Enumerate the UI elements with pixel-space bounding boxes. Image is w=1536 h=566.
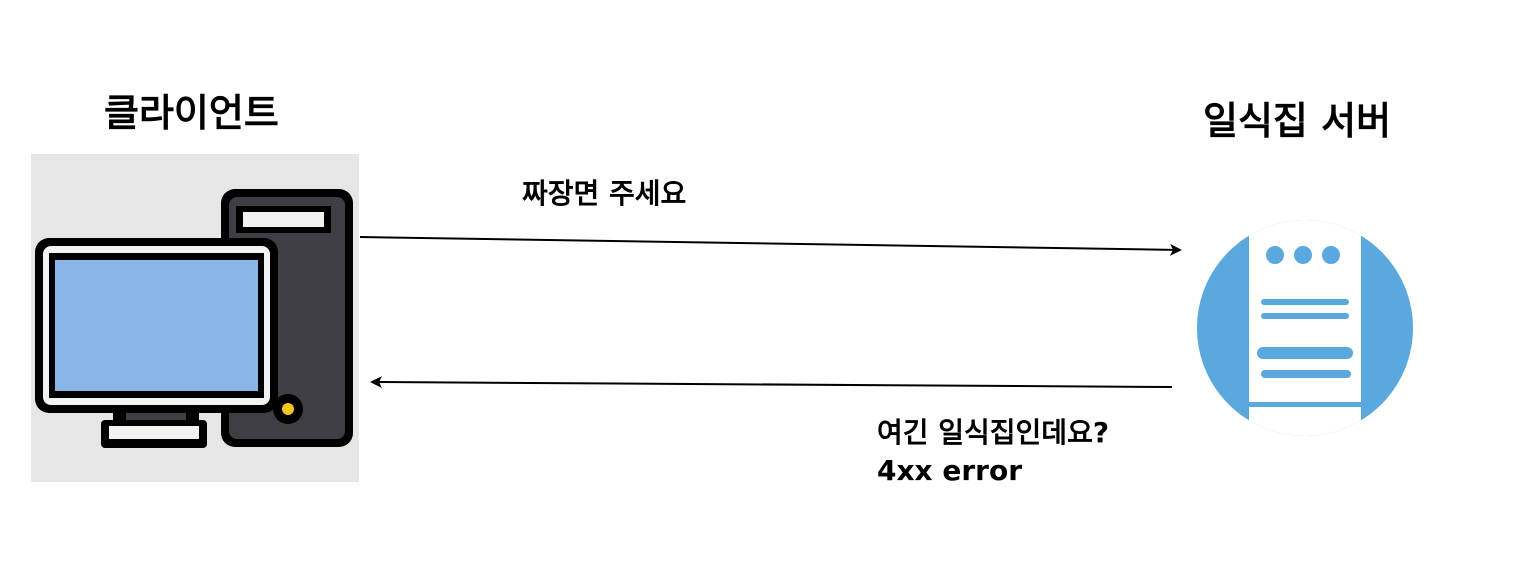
response-arrow bbox=[370, 376, 1173, 389]
request-arrow bbox=[359, 236, 1182, 256]
server-line-2 bbox=[1261, 313, 1349, 319]
monitor-screen bbox=[55, 260, 258, 391]
server-divider bbox=[1249, 402, 1361, 407]
server-light-2 bbox=[1294, 246, 1312, 264]
server-bar-1 bbox=[1257, 347, 1353, 359]
client-panel bbox=[31, 154, 359, 482]
stand-base bbox=[109, 426, 199, 439]
desktop-computer-icon bbox=[35, 189, 353, 448]
server-icon bbox=[1197, 220, 1413, 436]
server-bar-2 bbox=[1261, 370, 1351, 378]
server-line-1 bbox=[1261, 299, 1349, 305]
power-led bbox=[282, 403, 294, 415]
response-message: 여긴 일식집인데요? bbox=[877, 416, 1110, 449]
client-title: 클라이언트 bbox=[104, 91, 279, 135]
server-light-3 bbox=[1322, 246, 1340, 264]
server-title: 일식집 서버 bbox=[1203, 99, 1392, 143]
response-error-code: 4xx error bbox=[877, 454, 1023, 487]
server-light-1 bbox=[1266, 246, 1284, 264]
request-message: 짜장면 주세요 bbox=[522, 177, 687, 210]
server-panel bbox=[1183, 200, 1427, 450]
drive-bay bbox=[243, 212, 324, 227]
